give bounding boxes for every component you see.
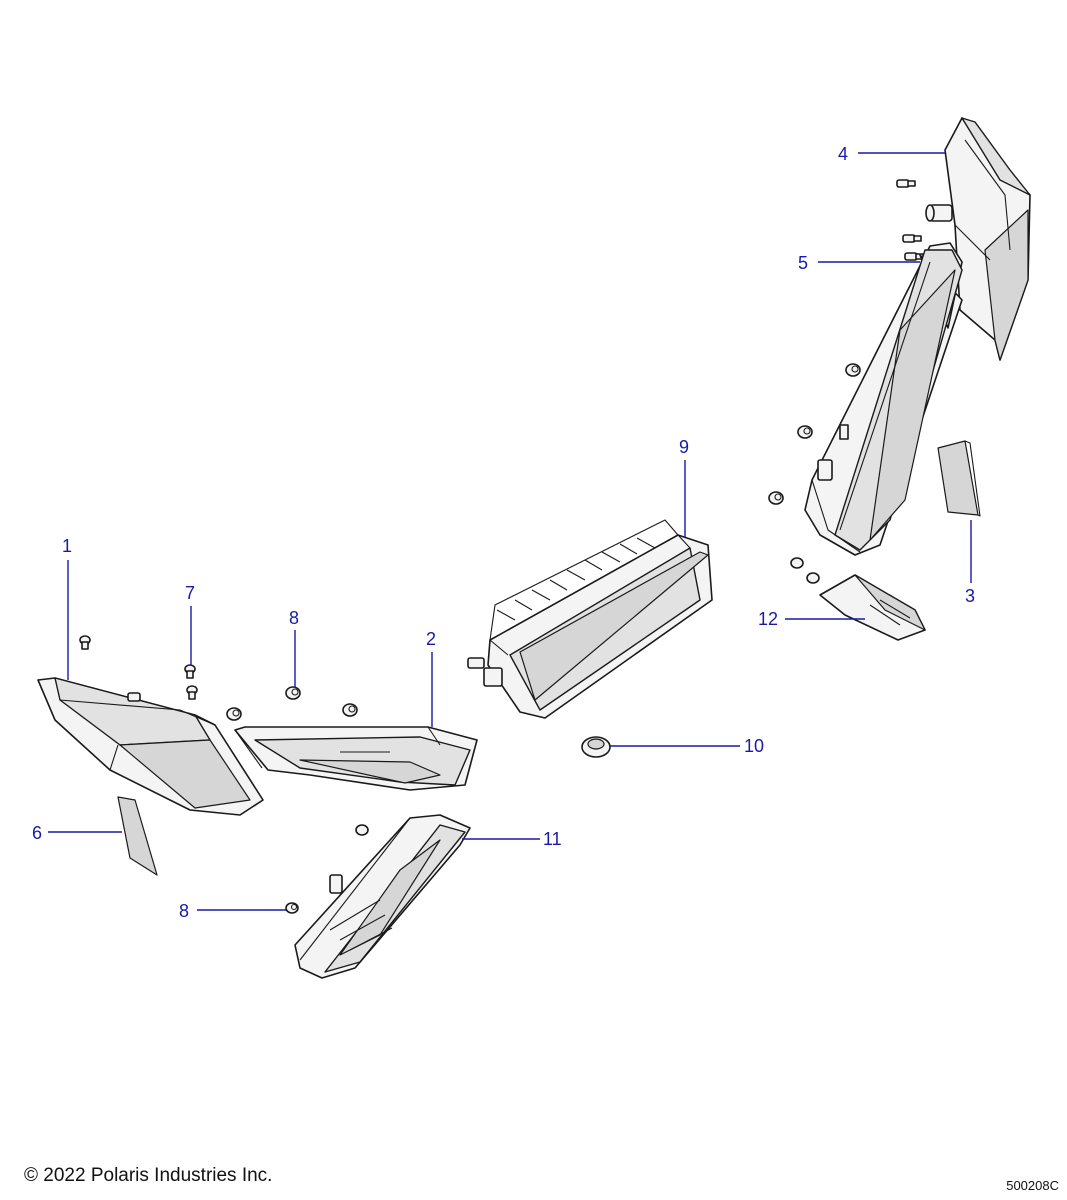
part-6-reflector-pad[interactable] [117,796,158,876]
part-9-center-light[interactable] [467,519,713,719]
part-4-housing[interactable] [925,117,1031,361]
part-2-tail-light[interactable] [234,726,478,791]
callout-12[interactable]: 12 [758,609,778,629]
part-12-grommet-b[interactable] [806,572,820,584]
part-2-grommet-b[interactable] [342,703,358,717]
part-11-tail-light[interactable] [294,814,471,979]
part-5-grommet-a[interactable] [845,363,861,377]
callout-7[interactable]: 7 [185,583,195,603]
part-7-push-pin-a[interactable] [184,664,196,679]
part-7-push-pin-b[interactable] [186,685,198,700]
part-5-grommet-b[interactable] [797,425,813,439]
part-5-grommet-c[interactable] [768,491,784,505]
part-1-screw[interactable] [79,635,91,650]
callout-10[interactable]: 10 [744,736,764,756]
callout-5[interactable]: 5 [798,253,808,273]
callout-6[interactable]: 6 [32,823,42,843]
drawing-id: 500208C [1006,1178,1059,1193]
callout-3[interactable]: 3 [965,586,975,606]
part-10-grommet[interactable] [581,736,611,758]
part-8-grommet-upper[interactable] [285,686,301,700]
part-4-screw-b[interactable] [902,234,922,243]
copyright-text: © 2022 Polaris Industries Inc. [24,1165,273,1186]
part-1-tail-light[interactable] [37,677,264,816]
callout-8-upper[interactable]: 8 [289,608,299,628]
callout-2[interactable]: 2 [426,629,436,649]
part-4-screw-a[interactable] [896,179,916,188]
part-8-grommet-lower[interactable] [285,902,299,914]
callout-11[interactable]: 11 [543,829,562,849]
callout-9[interactable]: 9 [679,437,689,457]
part-11-grommet[interactable] [355,824,369,836]
part-3-reflector-pad[interactable] [937,440,981,517]
callout-4[interactable]: 4 [838,144,848,164]
part-12-bracket[interactable] [819,574,926,641]
callout-8-lower[interactable]: 8 [179,901,189,921]
part-5-tail-light[interactable] [804,242,963,556]
part-12-grommet-a[interactable] [790,557,804,569]
callout-1[interactable]: 1 [62,536,72,556]
part-2-grommet-a[interactable] [226,707,242,721]
